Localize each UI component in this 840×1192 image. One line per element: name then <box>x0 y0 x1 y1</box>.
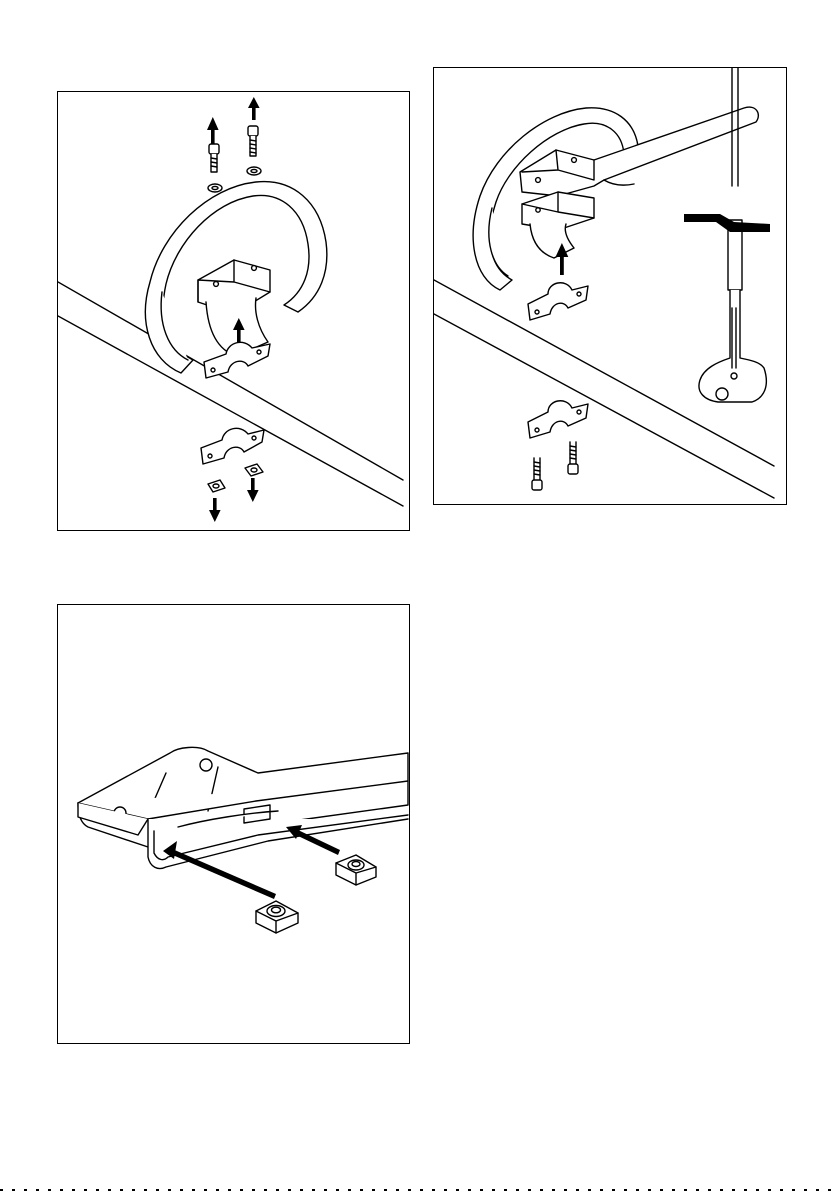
handle-clamp-closeup <box>78 747 408 868</box>
nut-insertion-illustration <box>58 605 410 1044</box>
screw-icon <box>209 126 258 172</box>
clamp-bracket <box>528 401 588 438</box>
screw-icon <box>532 442 578 490</box>
figure-nut-insertion <box>57 604 410 1044</box>
crop-marks <box>0 1188 840 1192</box>
clamp-bracket <box>201 428 264 464</box>
figure-handle-removal <box>57 91 410 531</box>
handle-removal-illustration <box>58 92 410 531</box>
figure-handle-mounting <box>433 67 787 505</box>
crop-marks-strip <box>0 1188 840 1192</box>
clamp-block <box>522 192 594 258</box>
clamp-bracket <box>204 342 270 378</box>
cutting-blade-icon <box>684 214 770 232</box>
handle-mounting-illustration <box>434 68 787 505</box>
nut-icon <box>208 464 263 492</box>
clamp-bracket <box>528 283 588 320</box>
